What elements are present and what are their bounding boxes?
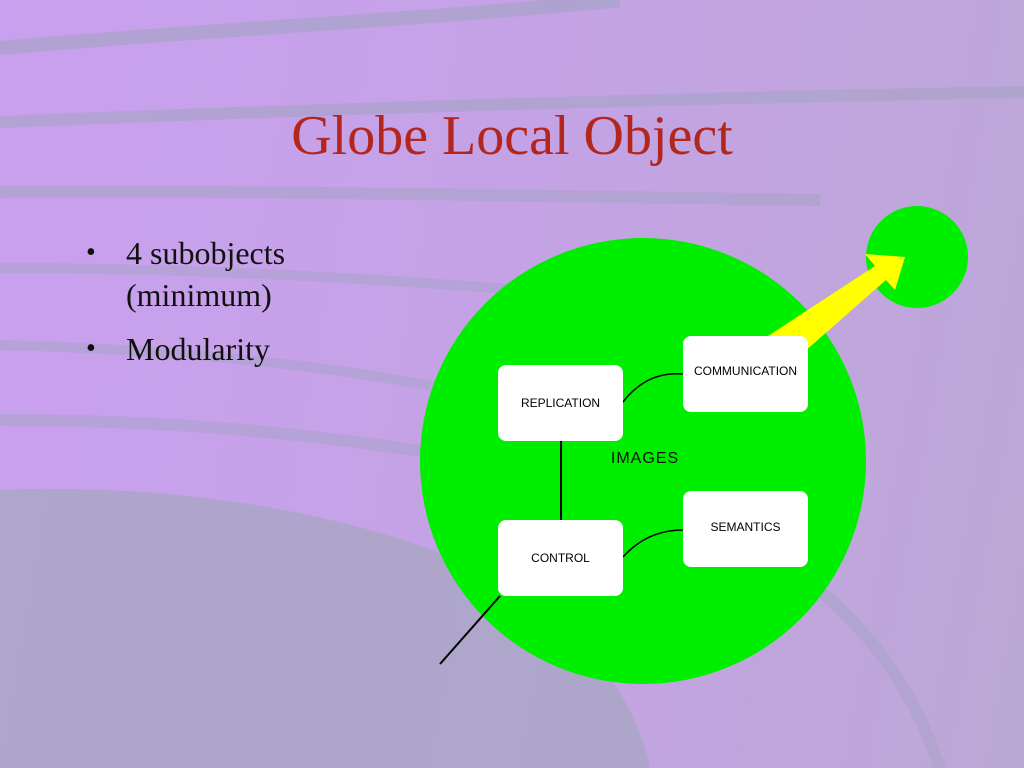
bullet-list: • 4 subobjects (minimum) • Modularity xyxy=(86,232,386,382)
slide-title: Globe Local Object xyxy=(291,105,733,167)
control-semantics-connector xyxy=(622,529,684,558)
communication-arrow xyxy=(768,254,905,352)
replication-label: REPLICATION xyxy=(520,396,601,410)
semantics-label: SEMANTICS xyxy=(710,520,781,534)
swoosh-band xyxy=(0,86,1024,128)
bullet-marker: • xyxy=(86,237,96,268)
replication-box: REPLICATION xyxy=(498,365,623,441)
semantics-box: SEMANTICS xyxy=(683,491,808,567)
bullet-text: 4 subobjects (minimum) xyxy=(126,235,286,313)
replication-communication-connector xyxy=(622,372,684,403)
communication-label: COMMUNICATION xyxy=(693,364,798,378)
swoosh-band xyxy=(0,0,621,55)
communication-box: COMMUNICATION xyxy=(683,336,808,412)
swoosh-band xyxy=(0,185,821,206)
bullet-item: • 4 subobjects (minimum) xyxy=(86,232,386,316)
control-label: CONTROL xyxy=(531,551,590,565)
swoosh-shade xyxy=(0,488,650,768)
bullet-marker: • xyxy=(86,333,96,364)
bullet-item: • Modularity xyxy=(86,328,386,370)
swoosh-band xyxy=(0,263,521,295)
control-box: CONTROL xyxy=(498,520,623,596)
images-label: IMAGES xyxy=(610,450,680,467)
external-interface-line xyxy=(439,595,501,665)
bullet-text: Modularity xyxy=(126,331,270,367)
